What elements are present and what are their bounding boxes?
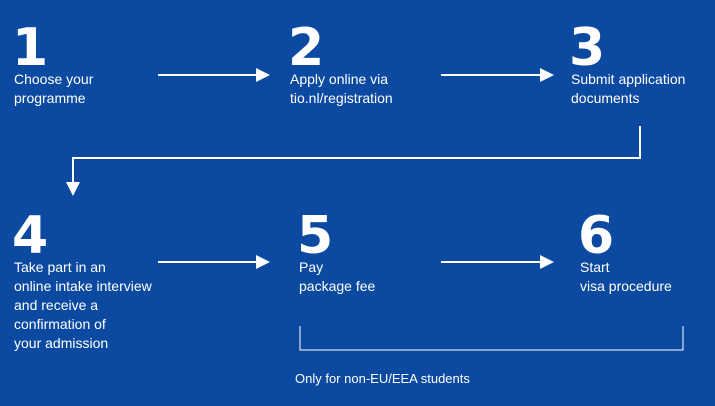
arrow-step4-to-step5: [158, 255, 270, 269]
arrow-head-icon: [66, 182, 80, 196]
arrow-step2-to-step3: [441, 68, 554, 82]
non-eu-note: Only for non-EU/EEA students: [295, 371, 470, 386]
non-eu-bracket: [299, 326, 684, 351]
arrow-step5-to-step6: [441, 255, 554, 269]
step-6-text: Start visa procedure: [580, 259, 672, 294]
arrow-head-icon: [540, 68, 554, 82]
step-1-text: Choose your programme: [14, 71, 94, 106]
step-3-number: 3: [569, 18, 605, 78]
arrow-head-icon: [256, 255, 270, 269]
step-2-text: Apply online via tio.nl/registration: [290, 71, 393, 106]
step-4-text: Take part in an online intake interview …: [14, 259, 152, 351]
step-5-text: Pay package fee: [299, 259, 376, 294]
arrow-elbow-line: [72, 126, 641, 186]
step-2-number: 2: [288, 18, 324, 78]
step-1-number: 1: [12, 18, 48, 78]
arrow-step3-to-step4: [66, 126, 641, 196]
arrow-head-icon: [540, 255, 554, 269]
step-5-number: 5: [297, 206, 333, 266]
arrow-step1-to-step2: [158, 68, 270, 82]
arrow-head-icon: [256, 68, 270, 82]
step-4-number: 4: [12, 206, 48, 266]
step-6-number: 6: [578, 206, 614, 266]
step-3-text: Submit application documents: [571, 71, 686, 106]
